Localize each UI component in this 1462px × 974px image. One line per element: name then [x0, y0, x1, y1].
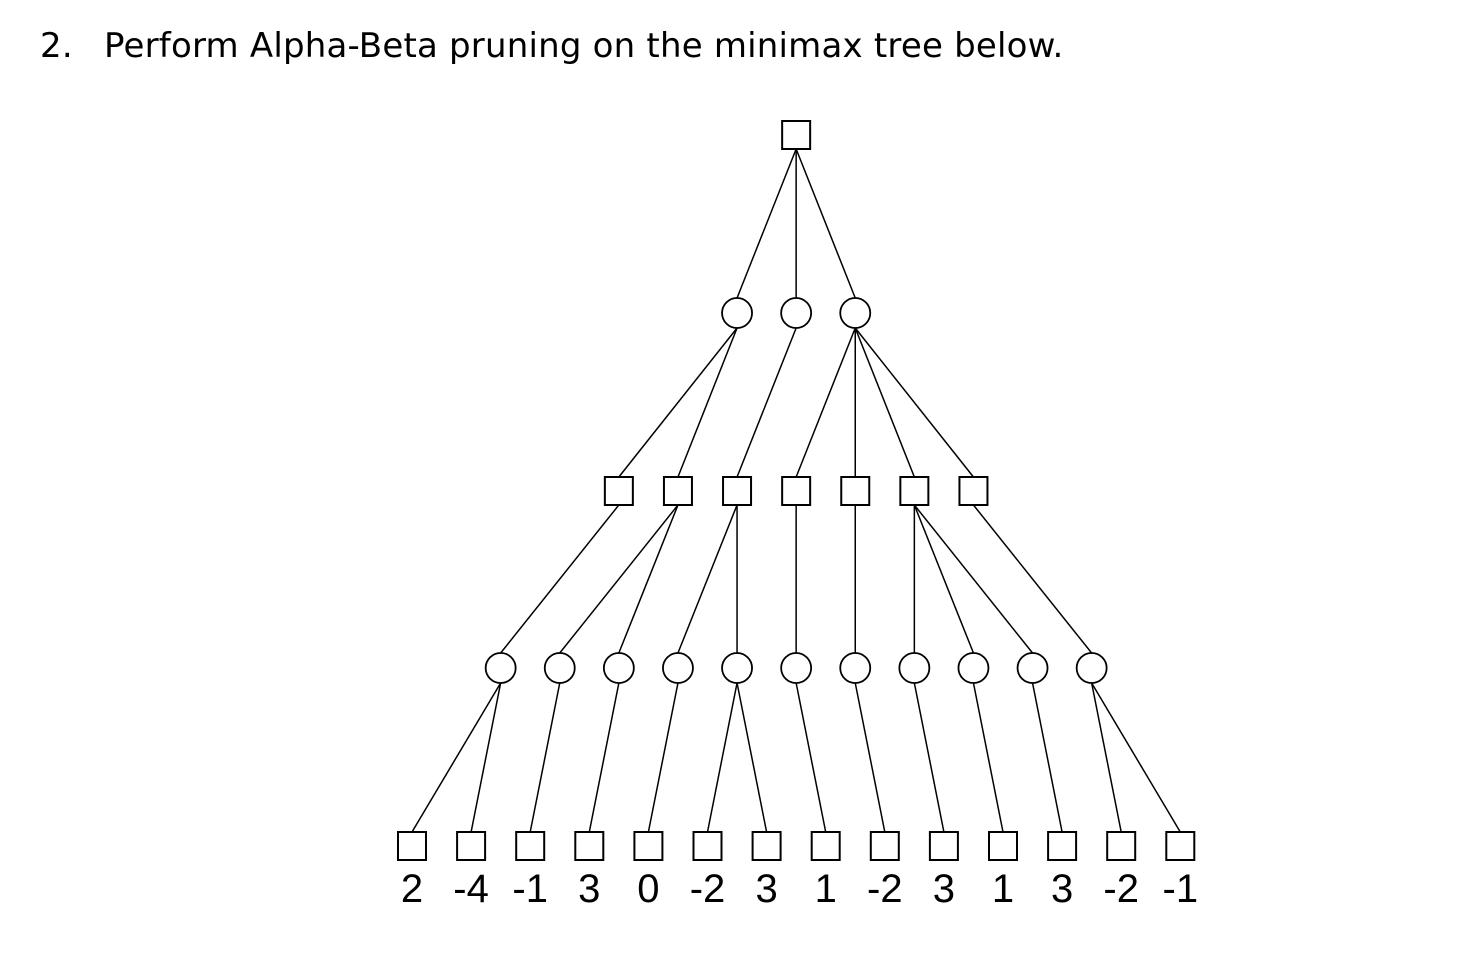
question-number: 2.: [40, 26, 73, 66]
tree-edge: [795, 148, 856, 299]
min-node: [543, 652, 576, 684]
tree-edge: [1090, 682, 1122, 833]
leaf-value-label: 0: [637, 867, 659, 911]
leaf-max-node: [1106, 831, 1137, 861]
leaf-max-node: [1047, 831, 1078, 861]
leaf-max-node: [574, 831, 605, 861]
tree-edge: [736, 148, 797, 299]
max-node: [840, 476, 871, 506]
leaf-max-node: [456, 831, 487, 861]
tree-edge: [795, 682, 827, 833]
min-node: [957, 652, 990, 684]
leaf-value-label: 3: [578, 867, 600, 911]
tree-edge: [854, 327, 916, 478]
tree-edge: [854, 327, 975, 478]
max-node: [603, 476, 634, 506]
tree-edge: [736, 327, 797, 478]
tree-edge: [854, 682, 886, 833]
tree-edge: [618, 504, 679, 654]
max-node: [781, 476, 812, 506]
min-node: [662, 652, 694, 684]
tree-edge: [647, 682, 679, 833]
leaf-max-node: [988, 831, 1018, 861]
leaf-max-node: [751, 831, 782, 861]
leaf-value-label: 3: [755, 867, 777, 911]
leaf-value-label: 1: [992, 867, 1014, 911]
leaf-value-label: -1: [1163, 867, 1199, 911]
tree-edge: [677, 504, 738, 654]
leaf-max-node: [1165, 831, 1196, 861]
leaf-value-label: -2: [1103, 867, 1139, 911]
leaf-value-label: -2: [867, 867, 903, 911]
min-node: [721, 652, 753, 684]
max-node: [781, 120, 812, 150]
max-node: [899, 476, 930, 506]
leaf-value-label: 1: [815, 867, 837, 911]
leaf-value-label: 3: [1051, 867, 1073, 911]
tree-edge: [913, 682, 945, 833]
leaf-max-node: [633, 831, 664, 861]
leaf-max-node: [692, 831, 723, 861]
leaf-value-label: -4: [453, 867, 489, 911]
tree-edges: [411, 148, 1181, 833]
tree-edge: [529, 682, 561, 833]
min-node: [602, 652, 635, 684]
leaf-value-label: 3: [933, 867, 955, 911]
tree-edge: [618, 327, 738, 478]
leaf-value-label: 2: [401, 867, 423, 911]
leaf-max-node: [515, 831, 546, 861]
min-node: [1075, 652, 1108, 684]
tree-edge: [1031, 682, 1063, 833]
min-node: [721, 297, 753, 329]
tree-edge: [677, 327, 738, 478]
tree-edge: [559, 504, 679, 654]
max-node: [958, 476, 989, 506]
min-node: [839, 652, 872, 684]
tree-edge: [913, 504, 975, 654]
tree-edge: [706, 682, 738, 833]
tree-nodes: [397, 120, 1196, 861]
tree-edge: [736, 682, 768, 833]
leaf-max-node: [928, 831, 959, 861]
question-heading: 2. Perform Alpha-Beta pruning on the mini…: [40, 26, 1064, 66]
leaf-max-node: [397, 831, 427, 861]
tree-edge: [913, 504, 1034, 654]
max-node: [662, 476, 693, 506]
leaf-value-label: -1: [512, 867, 548, 911]
tree-edge: [500, 504, 620, 654]
min-node: [780, 652, 813, 684]
leaf-max-node: [869, 831, 900, 861]
leaf-max-node: [810, 831, 841, 861]
question-text: Perform Alpha-Beta pruning on the minima…: [104, 26, 1064, 66]
min-node: [484, 652, 517, 684]
tree-edge: [972, 504, 1093, 654]
tree-edge: [1091, 682, 1181, 833]
leaf-value-label: -2: [690, 867, 726, 911]
tree-edge: [972, 682, 1004, 833]
tree-edge: [470, 682, 502, 833]
min-node: [780, 297, 813, 329]
tree-edge: [411, 682, 502, 833]
tree-edge: [795, 327, 856, 478]
min-node: [898, 652, 931, 684]
min-node: [1016, 652, 1049, 684]
max-node: [722, 476, 753, 506]
min-node: [839, 297, 872, 329]
tree-edge: [588, 682, 620, 833]
